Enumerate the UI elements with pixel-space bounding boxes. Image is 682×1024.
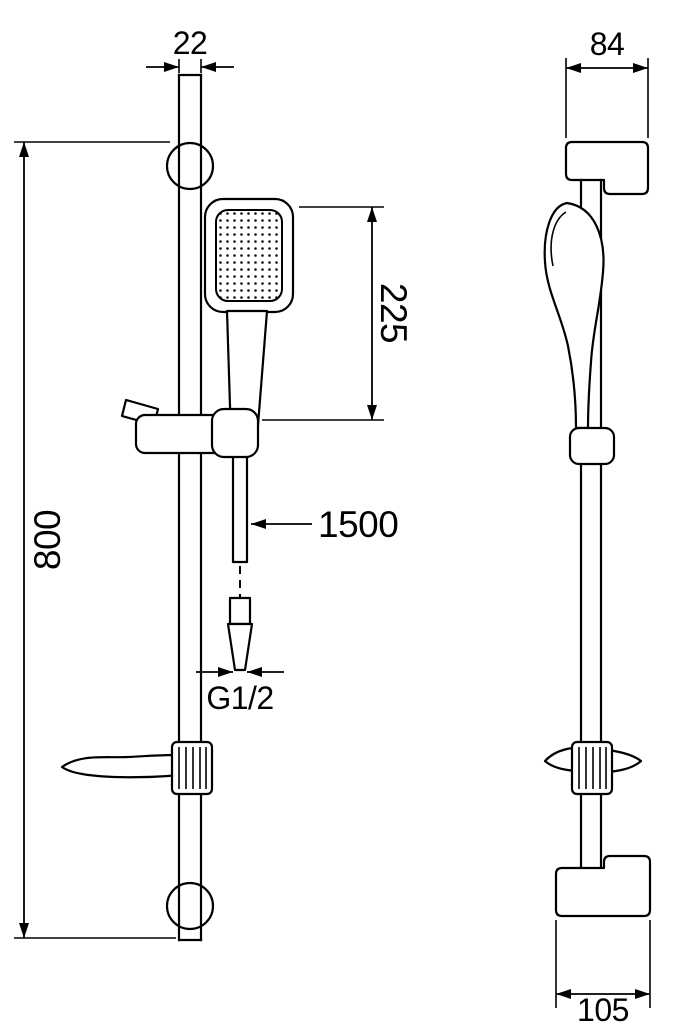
dim-rail-height-label: 800 — [27, 510, 68, 570]
wall-mount-bottom — [165, 881, 215, 931]
dimension-hose-length: 1500 — [251, 504, 399, 545]
dim-thread-label: G1/2 — [206, 680, 273, 716]
side-view — [543, 140, 652, 918]
dimension-bracket-top-depth: 84 — [565, 26, 649, 138]
hose-cone-connector — [226, 622, 254, 672]
dim-bracket-bottom-label: 105 — [577, 992, 629, 1024]
soap-dish-collar — [170, 740, 214, 796]
dimensions: 22 800 225 1500 G1/2 — [14, 25, 651, 1024]
wall-bracket-bottom — [554, 854, 652, 918]
soap-dish-side-collar — [570, 740, 614, 796]
dim-rail-width-label: 22 — [173, 25, 208, 61]
dim-bracket-top-label: 84 — [590, 26, 625, 62]
dim-hose-length-label: 1500 — [318, 504, 398, 545]
shower-profile — [543, 201, 605, 430]
dimension-bracket-bottom-depth: 105 — [555, 920, 651, 1024]
dimension-rail-width: 22 — [146, 25, 234, 73]
shower-profile-detail — [550, 211, 567, 267]
hand-shower-side — [543, 201, 605, 430]
shower-spray-face — [215, 209, 283, 302]
dimension-handshower-length: 225 — [262, 206, 414, 421]
slider-holder-side — [568, 426, 616, 466]
wall-mount-top — [165, 141, 215, 191]
slider-holder-front — [120, 398, 260, 459]
front-view — [60, 73, 295, 942]
dim-handshower-length-label: 225 — [373, 283, 414, 343]
wall-bracket-top — [564, 140, 650, 196]
soap-dish-side — [543, 740, 643, 796]
shower-hose — [226, 428, 254, 672]
handle-cup — [210, 407, 260, 459]
dimension-rail-height: 800 — [14, 141, 176, 939]
shower-rail-front — [177, 73, 203, 942]
dimension-thread: G1/2 — [196, 667, 284, 716]
hose-nut — [228, 596, 252, 626]
soap-dish-front — [60, 740, 214, 796]
